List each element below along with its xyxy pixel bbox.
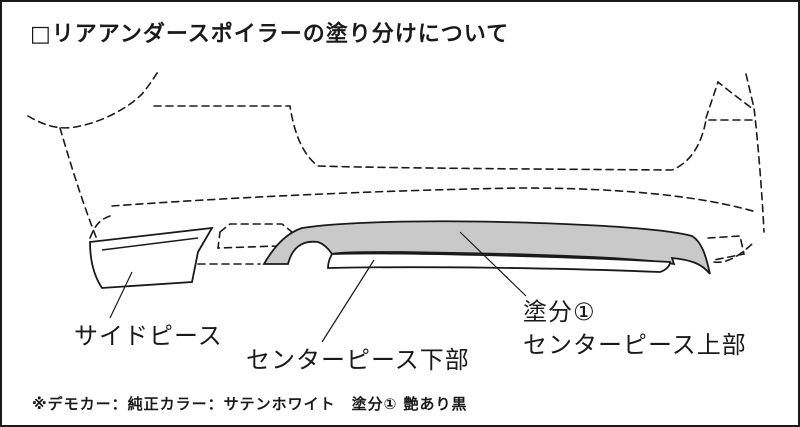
car-body-right-lower bbox=[713, 241, 755, 264]
label-paint-1: 塗分① bbox=[523, 298, 596, 326]
center-piece-lower-shape bbox=[327, 252, 671, 273]
footnote: ※デモカー：純正カラー：サテンホワイト 塗分① 艶あり黒 bbox=[32, 395, 468, 413]
center-piece-upper-shape bbox=[262, 220, 711, 275]
leader-line-center-lower bbox=[321, 259, 375, 343]
side-piece-inner-line bbox=[101, 237, 199, 251]
car-body-left-outline bbox=[27, 71, 159, 129]
exhaust-cutout-right bbox=[707, 235, 745, 261]
car-body-bumper-line bbox=[111, 187, 757, 213]
label-center-lower: センターピース下部 bbox=[246, 346, 470, 374]
leader-line-center-upper bbox=[459, 231, 527, 297]
label-side-piece: サイドピース bbox=[74, 322, 223, 350]
car-body-lower-left bbox=[89, 215, 111, 239]
side-piece-shape bbox=[89, 226, 214, 289]
car-body-trunk-line bbox=[153, 105, 757, 171]
leader-line-side-piece bbox=[109, 271, 133, 319]
car-body-upper-right bbox=[705, 80, 755, 119]
car-body-right-edge bbox=[745, 73, 765, 233]
page-title: □リアアンダースポイラーの塗り分けについて bbox=[30, 22, 510, 47]
label-center-upper: センターピース上部 bbox=[523, 331, 747, 359]
car-body-left-arch bbox=[59, 127, 99, 243]
